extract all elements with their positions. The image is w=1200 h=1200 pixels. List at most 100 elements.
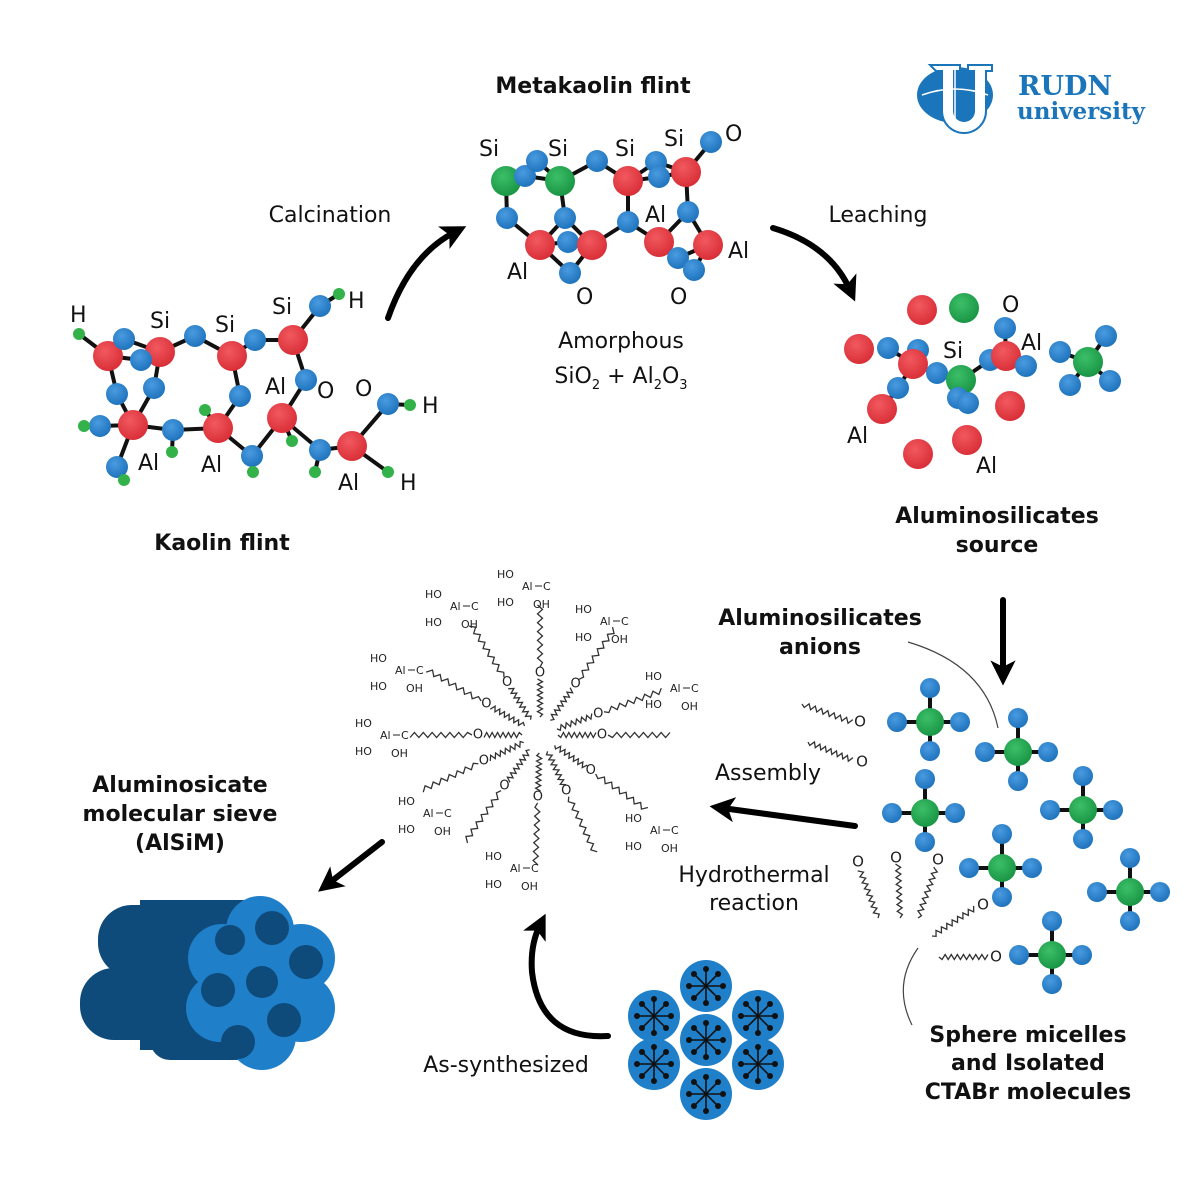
oxygen-headgroup: O [533, 789, 543, 804]
assembly-arrow [709, 797, 858, 829]
kaolin-title: Kaolin flint [154, 531, 290, 556]
kaolin-label-h1: H [70, 303, 87, 328]
oxygen-atom [667, 247, 689, 269]
chem-text: OH [521, 880, 538, 893]
leaching-label: Leaching [829, 203, 928, 228]
chem-text: HO [625, 840, 642, 853]
silicate-tetrahedra [882, 678, 1170, 994]
chem-text: HO [497, 568, 514, 581]
chem-text: C [471, 600, 479, 613]
silicon-atom [949, 293, 979, 323]
chem-text: HO [355, 717, 372, 730]
surfactant-head [663, 1000, 670, 1007]
hydrothermal-label-line1: Hydrothermal [678, 863, 829, 888]
oxygen-atom [975, 742, 995, 762]
oxygen-atom [557, 231, 579, 253]
hydrogen-atom [73, 328, 85, 340]
chem-text: Al [522, 580, 533, 593]
oxygen-atom [915, 832, 935, 852]
surfactant-head [663, 1073, 670, 1080]
oxide-formula: SiO2 + Al2O3 [554, 364, 687, 393]
silicon-atom [545, 166, 575, 196]
aluminosilicate-source-atoms [844, 293, 1121, 469]
micelles-title-line1: Sphere micelles [929, 1023, 1126, 1048]
chem-text: HO [398, 823, 415, 836]
surfactant-head [738, 1061, 744, 1067]
alkyl-chain [857, 870, 881, 919]
globe-logo-icon [917, 64, 993, 134]
oxygen-atom [1150, 882, 1170, 902]
assembly-label: Assembly [715, 761, 821, 786]
surfactant-head [651, 996, 657, 1002]
anions-title-line2: anions [779, 635, 861, 660]
hydrogen-atom [78, 420, 90, 432]
oxygen-headgroup: O [586, 763, 596, 778]
chem-text: C [621, 615, 629, 628]
chem-text: C [444, 807, 452, 820]
alkyl-chain [801, 702, 854, 725]
oxygen-headgroup: O [854, 713, 866, 731]
aluminium-atom [844, 334, 874, 364]
oxygen-atom [106, 456, 128, 478]
oxygen-atom [1099, 370, 1121, 392]
kaolin-label-al1: Al [265, 375, 286, 400]
chem-text: Al [670, 682, 681, 695]
surfactant-head [634, 1061, 640, 1067]
chem-text: C [543, 580, 551, 593]
chem-text: OH [611, 633, 628, 646]
oxygen-headgroup: O [990, 948, 1002, 966]
hydrogen-atom [199, 404, 211, 416]
oxygen-atom [559, 262, 581, 284]
oxygen-atom [1008, 771, 1028, 791]
rudn-logo: RUDN university [917, 64, 1146, 134]
silicate-tetrahedron [882, 769, 965, 852]
source-label-al3: Al [976, 454, 997, 479]
surfactant-head [638, 1000, 645, 1007]
metakaolin-molecule [491, 131, 723, 284]
surfactant-head [767, 1048, 774, 1055]
oxygen-headgroup: O [535, 666, 545, 681]
surfactant-head [772, 1013, 778, 1019]
meta-label-o2: O [576, 285, 593, 310]
aluminium-atom [577, 230, 607, 260]
oxygen-headgroup: O [481, 697, 491, 712]
oxygen-atom [1073, 829, 1093, 849]
silicon-atom [916, 708, 944, 736]
source-label-o: O [1002, 293, 1019, 318]
alkyl-chain [545, 751, 566, 786]
kaolin-atom-labels: H Si Si Si H Al O O H Al Al Al H [70, 289, 439, 496]
oxygen-atom [617, 211, 639, 233]
silicon-atom [1073, 347, 1103, 377]
alkyl-chain [534, 752, 544, 792]
surfactant-head [703, 1108, 709, 1114]
silicate-tetrahedron [887, 678, 970, 761]
surfactant-head [690, 1049, 697, 1056]
hydrogen-atom [286, 435, 298, 447]
alkyl-chain [603, 687, 662, 714]
spherical-micelle [680, 960, 732, 1012]
sieve-title-line3: (AlSiM) [135, 831, 225, 856]
logo-rudn-text: RUDN [1018, 71, 1112, 102]
chem-text: Al [650, 824, 661, 837]
surfactant-head [690, 1024, 697, 1031]
surfactant-head [651, 1030, 657, 1036]
chem-text: C [691, 682, 699, 695]
oxygen-atom [554, 207, 576, 229]
chem-text: OH [391, 747, 408, 760]
silicon-atom [946, 365, 976, 395]
meta-label-si2: Si [548, 137, 568, 162]
oxygen-atom [1095, 325, 1117, 347]
aluminium-atom [898, 349, 928, 379]
chem-text: HO [425, 616, 442, 629]
oxygen-atom [1022, 858, 1042, 878]
chem-text: Al [510, 862, 521, 875]
alkyl-chain [578, 626, 615, 680]
oxygen-atom [162, 419, 184, 441]
kaolin-label-al3: Al [201, 453, 222, 478]
oxygen-atom [677, 201, 699, 223]
oxygen-atom [309, 295, 331, 317]
oxygen-atom [1103, 800, 1123, 820]
